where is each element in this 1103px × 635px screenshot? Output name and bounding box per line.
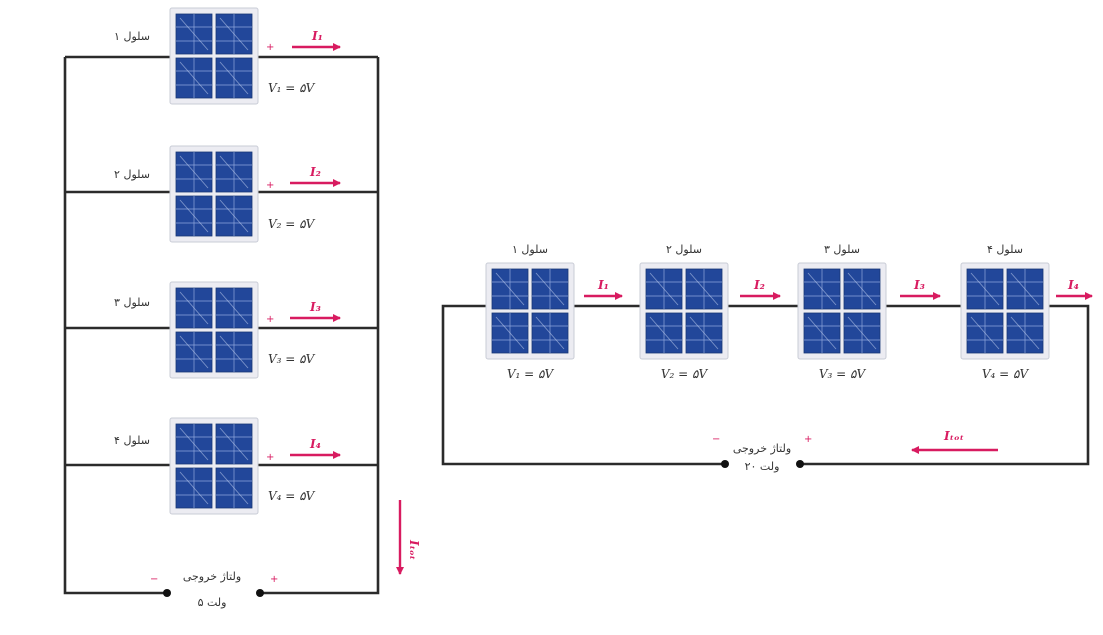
- series-cell-3: سلول ۳ V₃ = ۵V I₃: [797, 243, 941, 381]
- current-label: I₃: [913, 278, 925, 292]
- voltage-label: V₂ = ۵V: [268, 217, 316, 231]
- solar-panel-icon: [169, 417, 259, 515]
- voltage-label: V₁ = ۵V: [268, 81, 316, 95]
- output-voltage-value: ۲۰ ولت: [745, 460, 780, 473]
- plus-sign: +: [266, 314, 274, 325]
- series-loop-left: [441, 304, 722, 466]
- current-label: I₁: [597, 278, 609, 292]
- series-circuit: سلول ۱ V₁ = ۵V I₁ سلول ۲ V₂ = ۵V I₂ سلول…: [441, 243, 1093, 473]
- current-label: I₄: [309, 437, 321, 451]
- cell-label: سلول ۲: [666, 243, 702, 256]
- voltage-label: V₄ = ۵V: [268, 489, 316, 503]
- solar-panel-icon: [960, 262, 1050, 360]
- parallel-cell-2: سلول ۲ + I₂ V₂ = ۵V: [114, 145, 341, 243]
- parallel-circuit: سلول ۱ + I₁ V₁ = ۵V سلول ۲ + I₂ V₂ = ۵V …: [63, 7, 421, 609]
- plus-sign: +: [266, 180, 274, 191]
- parallel-right-rail: [262, 57, 380, 595]
- minus-sign: −: [150, 574, 158, 585]
- output-voltage-label: ولتاژ خروجی: [733, 442, 791, 455]
- parallel-cell-3: سلول ۳ + I₃ V₃ = ۵V: [114, 281, 341, 379]
- current-label: I₃: [309, 300, 321, 314]
- current-label: I₁: [311, 29, 323, 43]
- plus-sign: +: [266, 42, 274, 53]
- cell-label: سلول ۱: [512, 243, 548, 256]
- total-current-label: Iₜₒₜ: [943, 429, 964, 443]
- plus-sign: +: [266, 452, 274, 463]
- solar-panel-icon: [169, 7, 259, 105]
- voltage-label: V₃ = ۵V: [268, 352, 316, 366]
- output-voltage-value: ۵ ولت: [198, 596, 227, 609]
- solar-panel-icon: [169, 281, 259, 379]
- voltage-label: V₁ = ۵V: [507, 367, 555, 381]
- output-terminal-positive: [796, 460, 804, 468]
- output-terminal-negative: [163, 589, 171, 597]
- output-terminal-positive: [256, 589, 264, 597]
- cell-label: سلول ۳: [824, 243, 860, 256]
- current-label: I₂: [753, 278, 765, 292]
- voltage-label: V₂ = ۵V: [661, 367, 709, 381]
- solar-panel-icon: [485, 262, 575, 360]
- parallel-left-rail: [63, 57, 165, 595]
- output-terminal-negative: [721, 460, 729, 468]
- cell-label: سلول ۲: [114, 168, 150, 181]
- solar-panel-icon: [639, 262, 729, 360]
- minus-sign: −: [712, 434, 720, 445]
- total-current-label: Iₜₒₜ: [407, 539, 421, 560]
- parallel-cell-4: سلول ۴ + I₄ V₄ = ۵V: [114, 417, 341, 515]
- cell-label: سلول ۴: [987, 243, 1023, 256]
- current-label: I₄: [1067, 278, 1079, 292]
- output-voltage-label: ولتاژ خروجی: [183, 570, 241, 583]
- cell-label: سلول ۱: [114, 30, 150, 43]
- voltage-label: V₃ = ۵V: [819, 367, 867, 381]
- solar-panel-icon: [169, 145, 259, 243]
- plus-sign: +: [270, 574, 278, 585]
- series-cell-4: سلول ۴ V₄ = ۵V I₄: [960, 243, 1093, 381]
- cell-label: سلول ۴: [114, 434, 150, 447]
- series-loop-right: [803, 304, 1090, 466]
- series-cell-1: سلول ۱ V₁ = ۵V I₁: [485, 243, 623, 381]
- current-label: I₂: [309, 165, 321, 179]
- cell-label: سلول ۳: [114, 296, 150, 309]
- plus-sign: +: [804, 434, 812, 445]
- series-cell-2: سلول ۲ V₂ = ۵V I₂: [639, 243, 781, 381]
- voltage-label: V₄ = ۵V: [982, 367, 1030, 381]
- solar-panel-icon: [797, 262, 887, 360]
- parallel-cell-1: سلول ۱ + I₁ V₁ = ۵V: [114, 7, 341, 105]
